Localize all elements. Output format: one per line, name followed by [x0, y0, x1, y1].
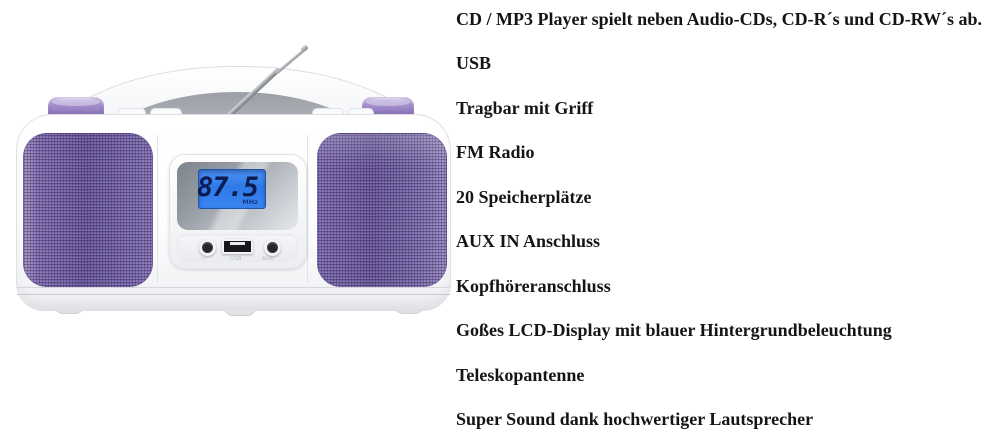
feature-item: Goßes LCD-Display mit blauer Hintergrund… [456, 320, 892, 341]
feature-item: CD / MP3 Player spielt neben Audio-CDs, … [456, 9, 983, 29]
left-speaker-grille [23, 133, 153, 287]
feature-item: Tragbar mit Griff [456, 97, 594, 118]
aux-label: AUX [262, 256, 274, 262]
boombox-product-photo: 87.5 MHz ∩ USB AUX [0, 0, 470, 434]
lcd-display: 87.5 MHz [196, 169, 266, 209]
body-seam [17, 294, 450, 295]
body-seam [17, 287, 450, 288]
feature-item: AUX IN Anschluss [456, 231, 601, 252]
headphone-jack [199, 239, 216, 256]
feature-item: Kopfhöreranschluss [456, 275, 611, 296]
body-seam-vertical [157, 135, 158, 283]
feature-list: CD / MP3 Player spielt neben Audio-CDs, … [456, 8, 1000, 434]
feature-item: 20 Speicherplätze [456, 186, 592, 207]
feature-item: FM Radio [456, 142, 535, 163]
right-speaker-grille [317, 133, 447, 287]
port-panel: ∩ USB AUX [177, 234, 298, 262]
frequency-unit: MHz [242, 198, 258, 206]
usb-port [222, 239, 253, 254]
telescopic-antenna-cap [300, 44, 309, 53]
headphone-icon: ∩ [200, 256, 206, 262]
feature-item: USB [456, 53, 492, 74]
center-control-panel: 87.5 MHz ∩ USB AUX [169, 154, 307, 269]
frequency-readout: 87.5 [196, 172, 259, 203]
boombox-body: 87.5 MHz ∩ USB AUX [16, 114, 451, 311]
usb-label: USB [230, 256, 242, 262]
feature-item: Super Sound dank hochwertiger Lautsprech… [456, 408, 814, 429]
aux-jack [264, 239, 281, 256]
feature-item: Teleskopantenne [456, 364, 585, 385]
body-seam-vertical [307, 135, 308, 283]
